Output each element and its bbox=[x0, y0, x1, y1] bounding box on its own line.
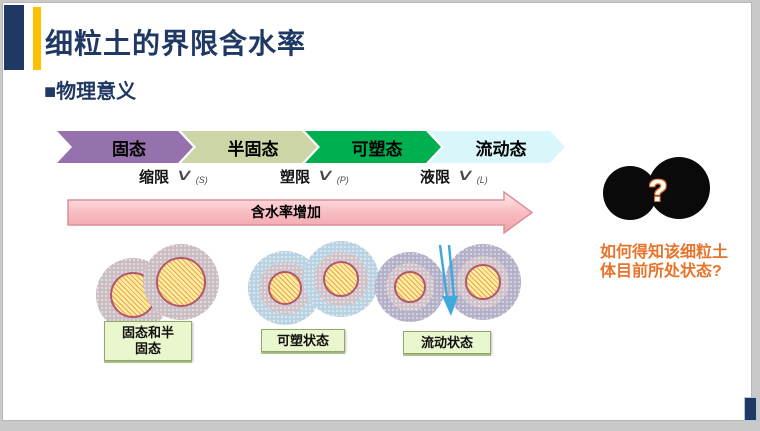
limit-subscript: (L) bbox=[476, 175, 488, 185]
soil-particle bbox=[445, 244, 521, 320]
state-label-plastic: 可塑状态 bbox=[261, 329, 345, 352]
water-film-ring bbox=[457, 256, 509, 308]
water-content-symbol: ∨ bbox=[453, 167, 477, 184]
stage-chevron-label: 流动态 bbox=[475, 139, 527, 159]
stage-chevron-semisolid: 半固态 bbox=[181, 131, 317, 163]
state-label-solid-semisolid: 固态和半 固态 bbox=[104, 321, 192, 361]
stage-chevron-label: 可塑态 bbox=[351, 139, 403, 159]
question-text-line: 如何得知该细粒土 bbox=[600, 244, 729, 261]
water-film-ring bbox=[386, 263, 434, 311]
soil-particle-core bbox=[394, 271, 426, 303]
water-film-ring bbox=[259, 262, 311, 314]
plastic-limit: 塑限 ∨ (P) bbox=[280, 166, 349, 188]
soil-particle-core bbox=[156, 257, 206, 307]
liquid-limit: 液限 ∨ (L) bbox=[420, 166, 488, 188]
stage-chevron-liquid: 流动态 bbox=[429, 131, 565, 163]
title-accent-block bbox=[4, 5, 24, 70]
stage-chevron-label: 半固态 bbox=[227, 139, 279, 159]
moisture-increase-arrow bbox=[67, 190, 534, 235]
question-text-line: 体目前所处状态? bbox=[600, 263, 722, 280]
limit-name: 缩限 bbox=[139, 169, 170, 186]
soil-particle-core bbox=[465, 264, 501, 300]
limit-name: 塑限 bbox=[280, 169, 311, 186]
question-mark-icon: ? bbox=[648, 173, 668, 208]
stage-chevron-solid: 固态 bbox=[57, 131, 193, 163]
water-film-ring bbox=[314, 252, 368, 306]
soil-particle bbox=[303, 241, 379, 317]
soil-particle bbox=[375, 252, 445, 322]
soil-particle bbox=[143, 244, 219, 320]
soil-particle-core bbox=[268, 271, 302, 305]
question-circle-right bbox=[648, 157, 710, 219]
section-heading: ■物理意义 bbox=[44, 81, 137, 103]
question-text: 如何得知该细粒土 体目前所处状态? bbox=[600, 243, 742, 281]
moisture-arrow-label: 含水率增加 bbox=[251, 204, 321, 220]
limit-subscript: (S) bbox=[195, 175, 208, 185]
page-title: 细粒土的界限含水率 bbox=[45, 28, 307, 59]
limit-subscript: (P) bbox=[336, 175, 349, 185]
title-accent-bar bbox=[33, 7, 41, 70]
water-content-symbol: ∨ bbox=[313, 167, 337, 184]
corner-accent-block bbox=[744, 397, 757, 421]
limit-name: 液限 bbox=[420, 169, 451, 186]
shrinkage-limit: 缩限 ∨ (S) bbox=[139, 166, 208, 188]
soil-particle-core bbox=[323, 261, 359, 297]
state-label-flowing: 流动状态 bbox=[403, 331, 491, 354]
water-flow-arrow-icon bbox=[438, 244, 458, 316]
state-label-line: 固态 bbox=[134, 341, 161, 356]
stage-chevron-plastic: 可塑态 bbox=[305, 131, 441, 163]
water-content-symbol: ∨ bbox=[172, 167, 196, 184]
stage-chevron-label: 固态 bbox=[112, 139, 146, 159]
state-label-line: 固态和半 bbox=[121, 325, 174, 340]
